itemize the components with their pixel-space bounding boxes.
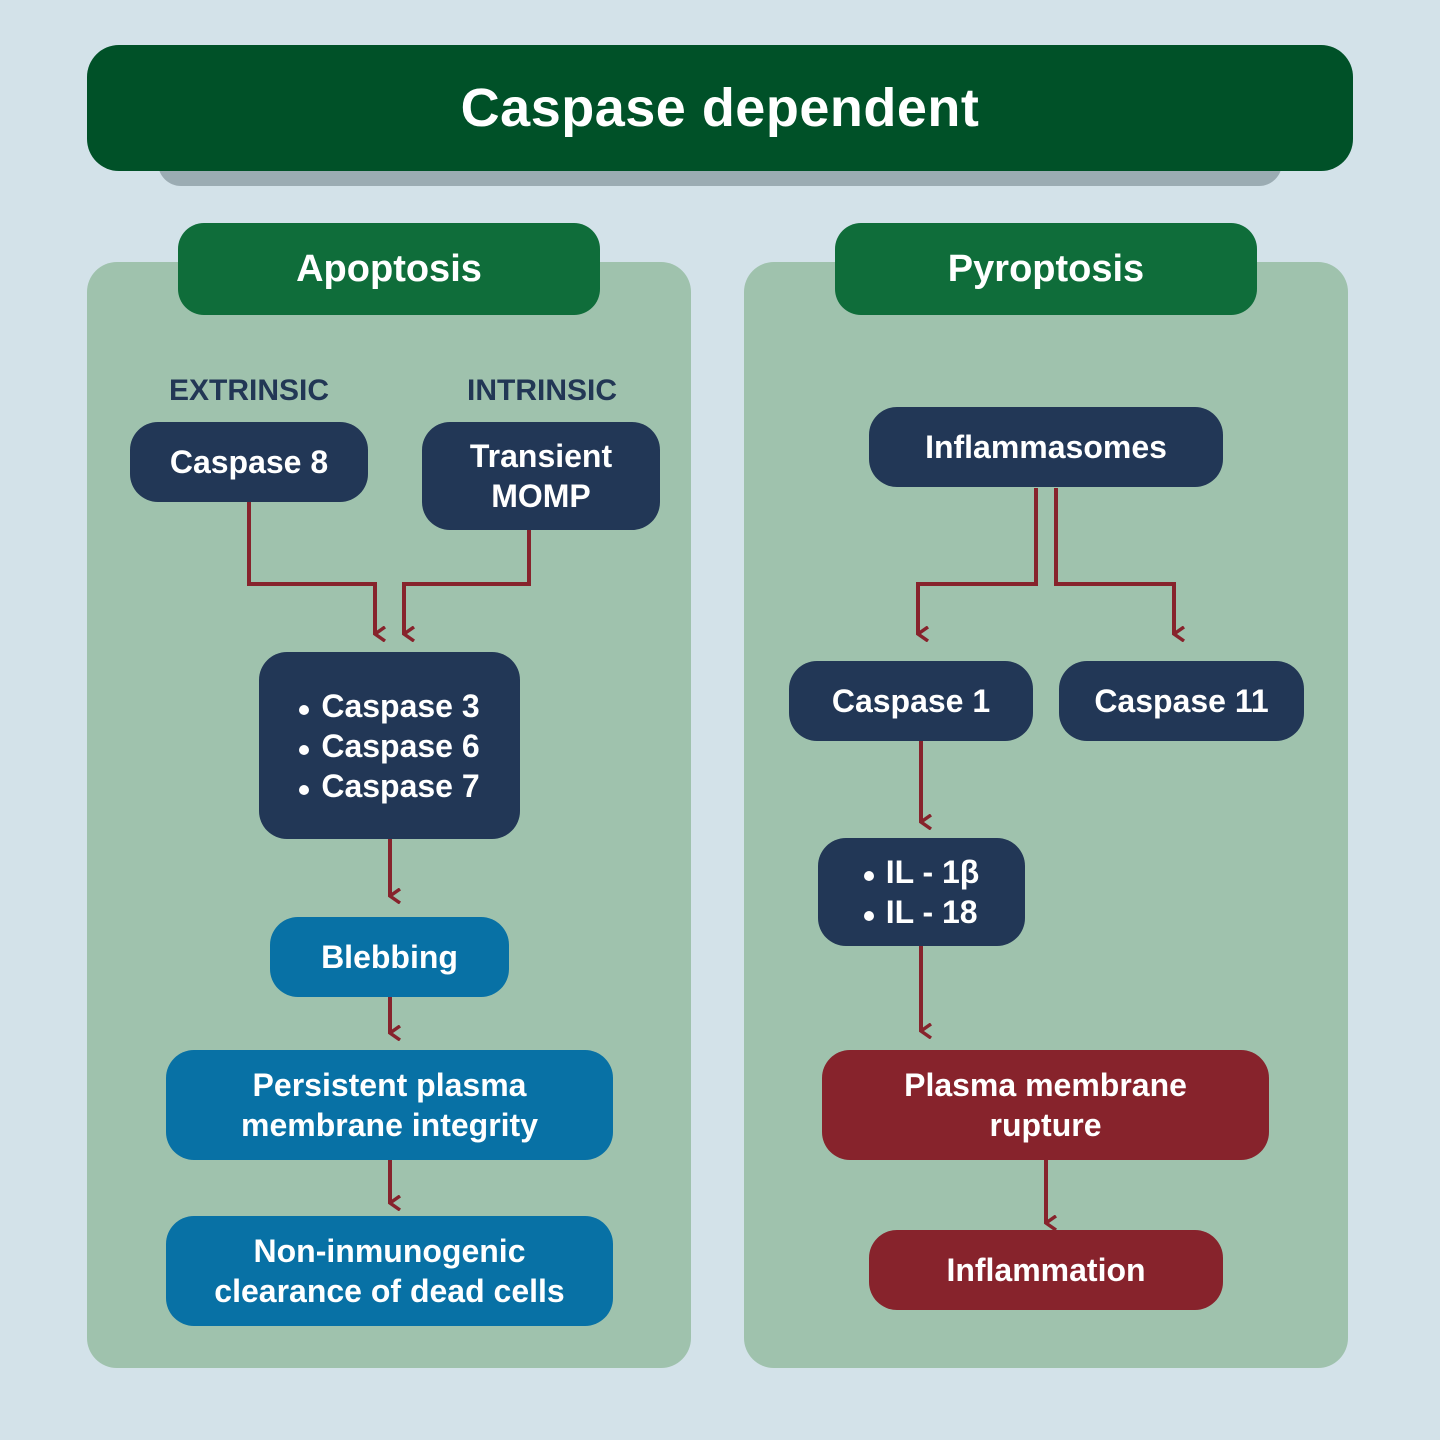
list-item: IL - 18 bbox=[863, 892, 980, 932]
page-title: Caspase dependent bbox=[87, 45, 1353, 171]
clearance-line-1: Non-inmunogenic bbox=[253, 1233, 526, 1269]
membrane-integrity-node: Persistent plasma membrane integrity bbox=[166, 1050, 613, 1160]
integrity-line-2: membrane integrity bbox=[241, 1107, 538, 1143]
rupture-line-1: Plasma membrane bbox=[904, 1067, 1187, 1103]
list-item: Caspase 6 bbox=[299, 726, 480, 766]
transient-momp-node: Transient MOMP bbox=[422, 422, 660, 530]
bullet-icon bbox=[863, 911, 874, 921]
bullet-icon bbox=[863, 871, 874, 881]
caspase-8-node: Caspase 8 bbox=[130, 422, 368, 502]
interleukins-node: IL - 1β IL - 18 bbox=[818, 838, 1025, 946]
bullet-icon bbox=[299, 704, 310, 715]
inflammation-node: Inflammation bbox=[869, 1230, 1223, 1310]
apoptosis-heading: Apoptosis bbox=[178, 223, 600, 315]
bullet-icon bbox=[299, 784, 310, 795]
arrow-inflammasomes-to-caspase11 bbox=[1054, 488, 1174, 634]
executioner-caspases-list: Caspase 3 Caspase 6 Caspase 7 bbox=[299, 686, 480, 806]
caspase-1-node: Caspase 1 bbox=[789, 661, 1033, 741]
list-item: Caspase 7 bbox=[299, 766, 480, 806]
clearance-node: Non-inmunogenic clearance of dead cells bbox=[166, 1216, 613, 1326]
integrity-line-1: Persistent plasma bbox=[252, 1067, 527, 1103]
bullet-icon bbox=[299, 744, 310, 755]
arrow-momp-to-executioners bbox=[402, 530, 531, 634]
intrinsic-label: INTRINSIC bbox=[467, 374, 617, 407]
inflammasomes-node: Inflammasomes bbox=[869, 407, 1223, 487]
extrinsic-label: EXTRINSIC bbox=[168, 374, 330, 407]
rupture-line-2: rupture bbox=[989, 1107, 1102, 1143]
list-item: IL - 1β bbox=[863, 852, 979, 892]
momp-line-2: MOMP bbox=[491, 478, 591, 514]
momp-line-1: Transient bbox=[469, 438, 613, 474]
executioner-caspases-node: Caspase 3 Caspase 6 Caspase 7 bbox=[259, 652, 520, 839]
arrow-inflammasomes-to-caspase1 bbox=[916, 488, 1038, 634]
blebbing-node: Blebbing bbox=[270, 917, 509, 997]
interleukins-list: IL - 1β IL - 18 bbox=[863, 852, 980, 932]
list-item: Caspase 3 bbox=[299, 686, 480, 726]
caspase-11-node: Caspase 11 bbox=[1059, 661, 1304, 741]
clearance-line-2: clearance of dead cells bbox=[214, 1273, 565, 1309]
pyroptosis-heading: Pyroptosis bbox=[835, 223, 1257, 315]
arrow-caspase8-to-executioners bbox=[247, 502, 375, 634]
membrane-rupture-node: Plasma membrane rupture bbox=[822, 1050, 1269, 1160]
